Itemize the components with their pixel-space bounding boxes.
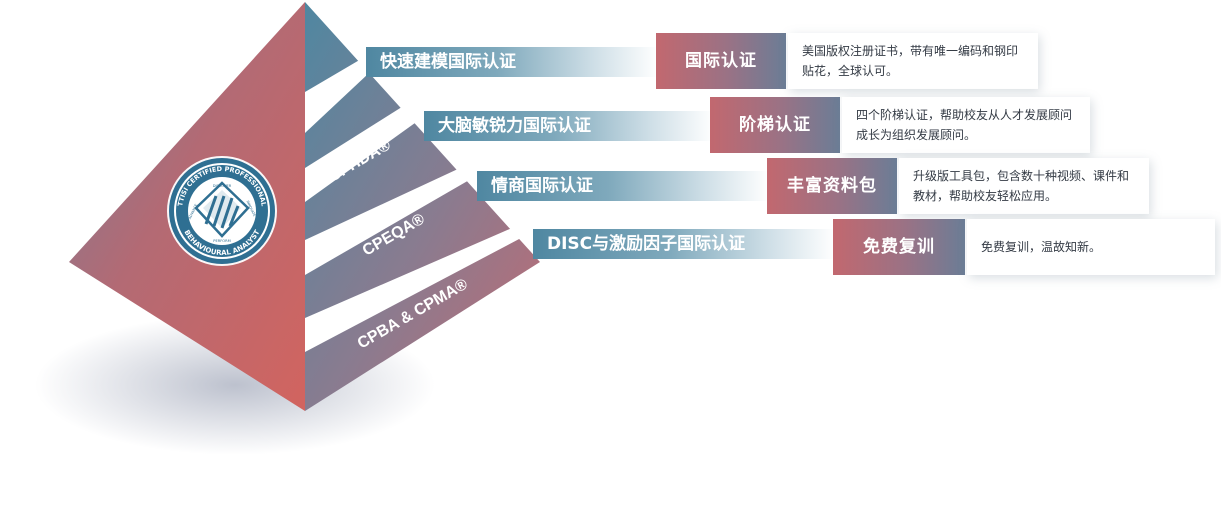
certification-seal-icon: TTISI CERTIFIED PROFESSIONAL BEHAVIOURAL…	[167, 156, 277, 266]
benefit-desc-text-3: 升级版工具包，包含数十种视频、课件和教材，帮助校友轻松应用。	[913, 169, 1130, 203]
pyramid-divider-4	[305, 228, 540, 352]
level-title-4: DISC与激励因子国际认证	[533, 229, 835, 259]
benefit-desc-text-4: 免费复训，温故知新。	[981, 240, 1102, 254]
pyramid-divider-3	[305, 168, 490, 275]
benefit-label-4: 免费复训	[833, 219, 965, 275]
seal-inner-left-text: ADVANCE	[188, 203, 199, 220]
seal-inner-bottom-text: PERFORM	[213, 239, 230, 243]
pyramid-divider-1	[305, 45, 385, 133]
seal-inner-right-text: INNOVATE	[245, 200, 256, 217]
benefit-label-2: 阶梯认证	[710, 97, 840, 153]
benefit-desc-3: 升级版工具包，包含数十种视频、课件和教材，帮助校友轻松应用。	[899, 158, 1149, 214]
benefit-desc-2: 四个阶梯认证，帮助校友从人才发展顾问成长为组织发展顾问。	[842, 97, 1090, 153]
level-title-2: 大脑敏锐力国际认证	[424, 111, 714, 141]
level-title-3: 情商国际认证	[477, 171, 769, 201]
benefit-desc-text-2: 四个阶梯认证，帮助校友从人才发展顾问成长为组织发展顾问。	[856, 108, 1073, 142]
benefit-label-1: 国际认证	[656, 33, 786, 89]
benefit-label-3: 丰富资料包	[767, 158, 897, 214]
benefit-desc-text-1: 美国版权注册证书，带有唯一编码和钢印贴花，全球认可。	[802, 44, 1019, 78]
level-title-1: 快速建模国际认证	[366, 47, 658, 77]
seal-inner-top-text: DISCOVER	[213, 184, 232, 188]
benefit-desc-1: 美国版权注册证书，带有唯一编码和钢印贴花，全球认可。	[788, 33, 1038, 89]
pyramid-divider-2	[305, 105, 440, 202]
benefit-desc-4: 免费复训，温故知新。	[967, 219, 1215, 275]
